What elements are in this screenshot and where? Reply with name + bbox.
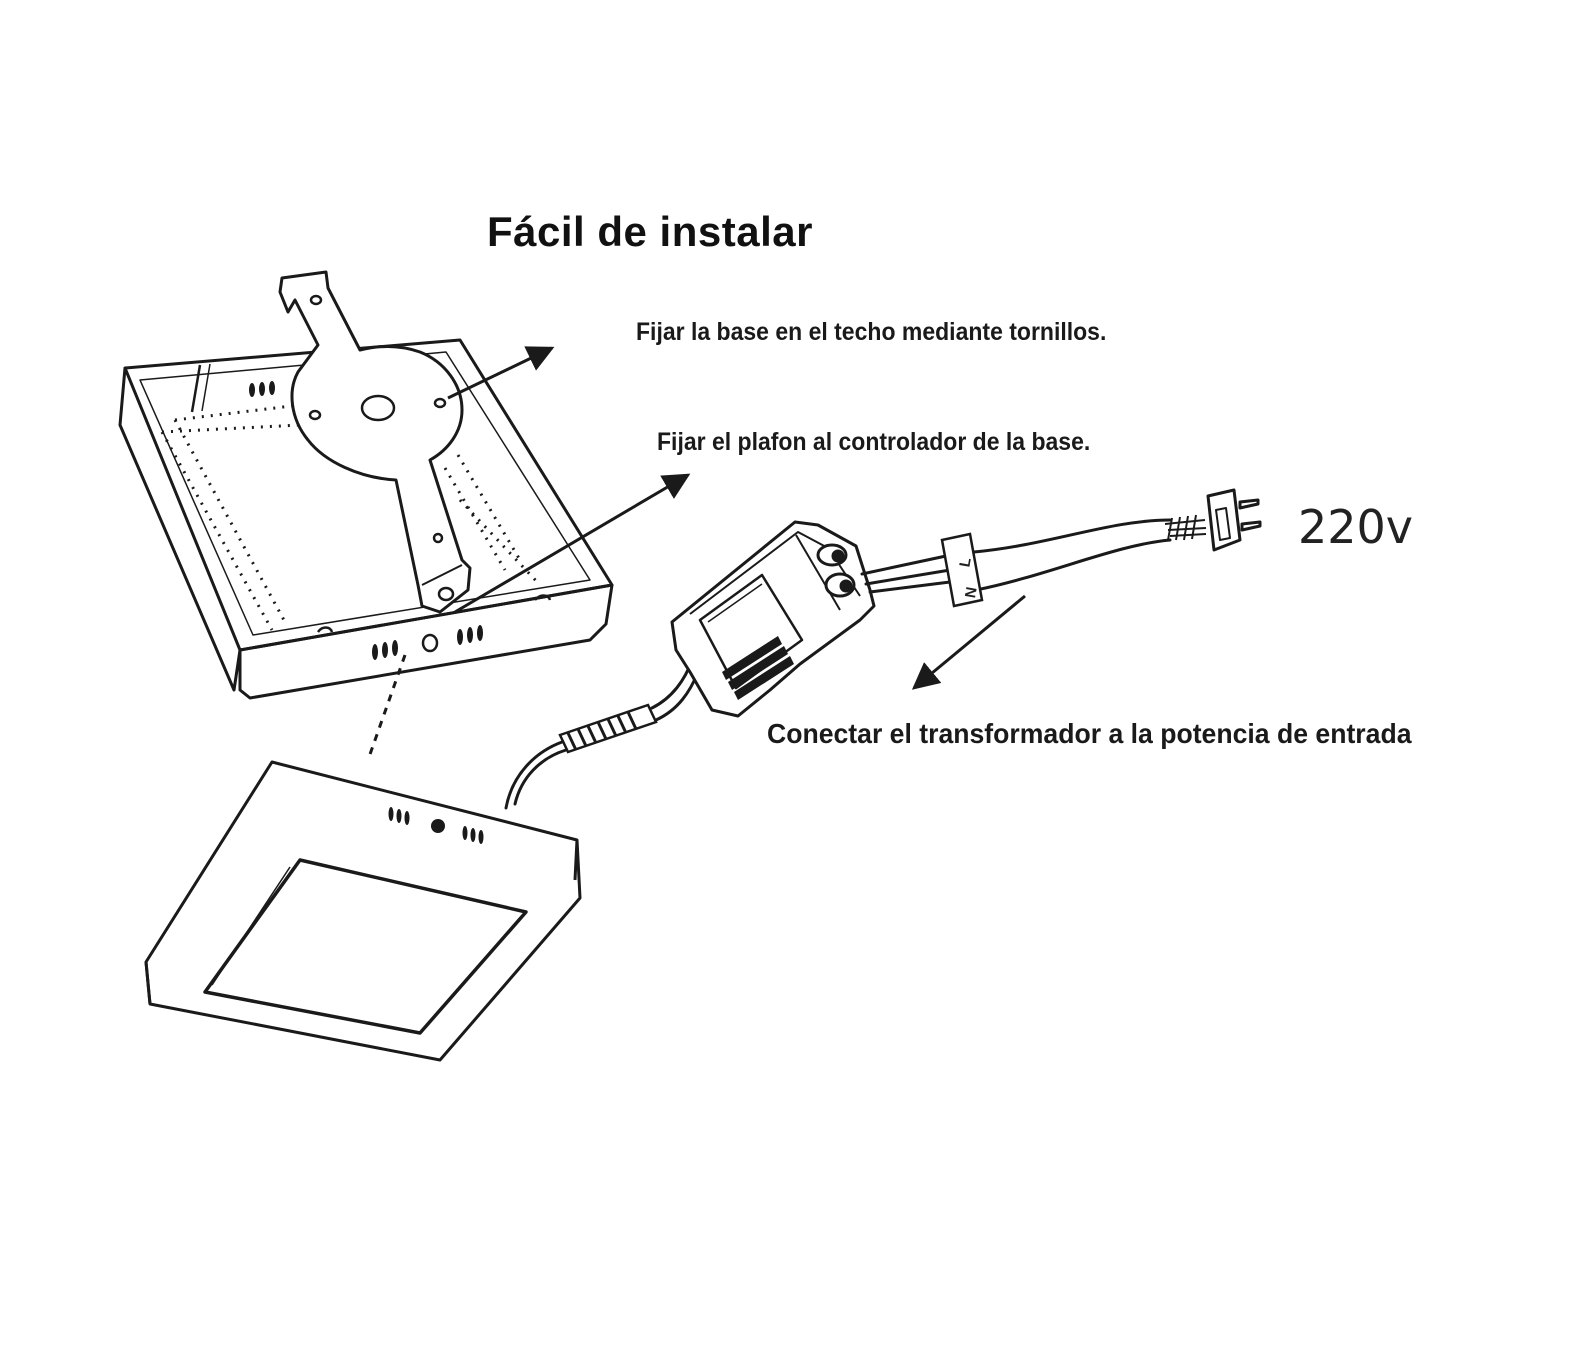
cable-connector: [560, 705, 656, 752]
wire-twist: [1165, 515, 1206, 540]
label-connect-transformer: Conectar el transformador a la potencia …: [767, 718, 1412, 750]
led-panel: [146, 762, 580, 1060]
voltage-label: 220v: [1298, 500, 1413, 554]
label-fix-base-screws: Fijar la base en el techo mediante torni…: [636, 318, 1106, 347]
diagram-title: Fácil de instalar: [487, 208, 813, 256]
alignment-dotted-line: [368, 655, 405, 760]
arrow-screws: [448, 348, 552, 398]
label-fix-panel-controller: Fijar el plafon al controlador de la bas…: [657, 428, 1090, 457]
arrow-transformer: [914, 596, 1025, 688]
panel-cable: [506, 742, 566, 808]
power-plug: [1208, 490, 1260, 550]
mounting-bracket: [280, 272, 470, 612]
power-cable: [862, 520, 1170, 592]
